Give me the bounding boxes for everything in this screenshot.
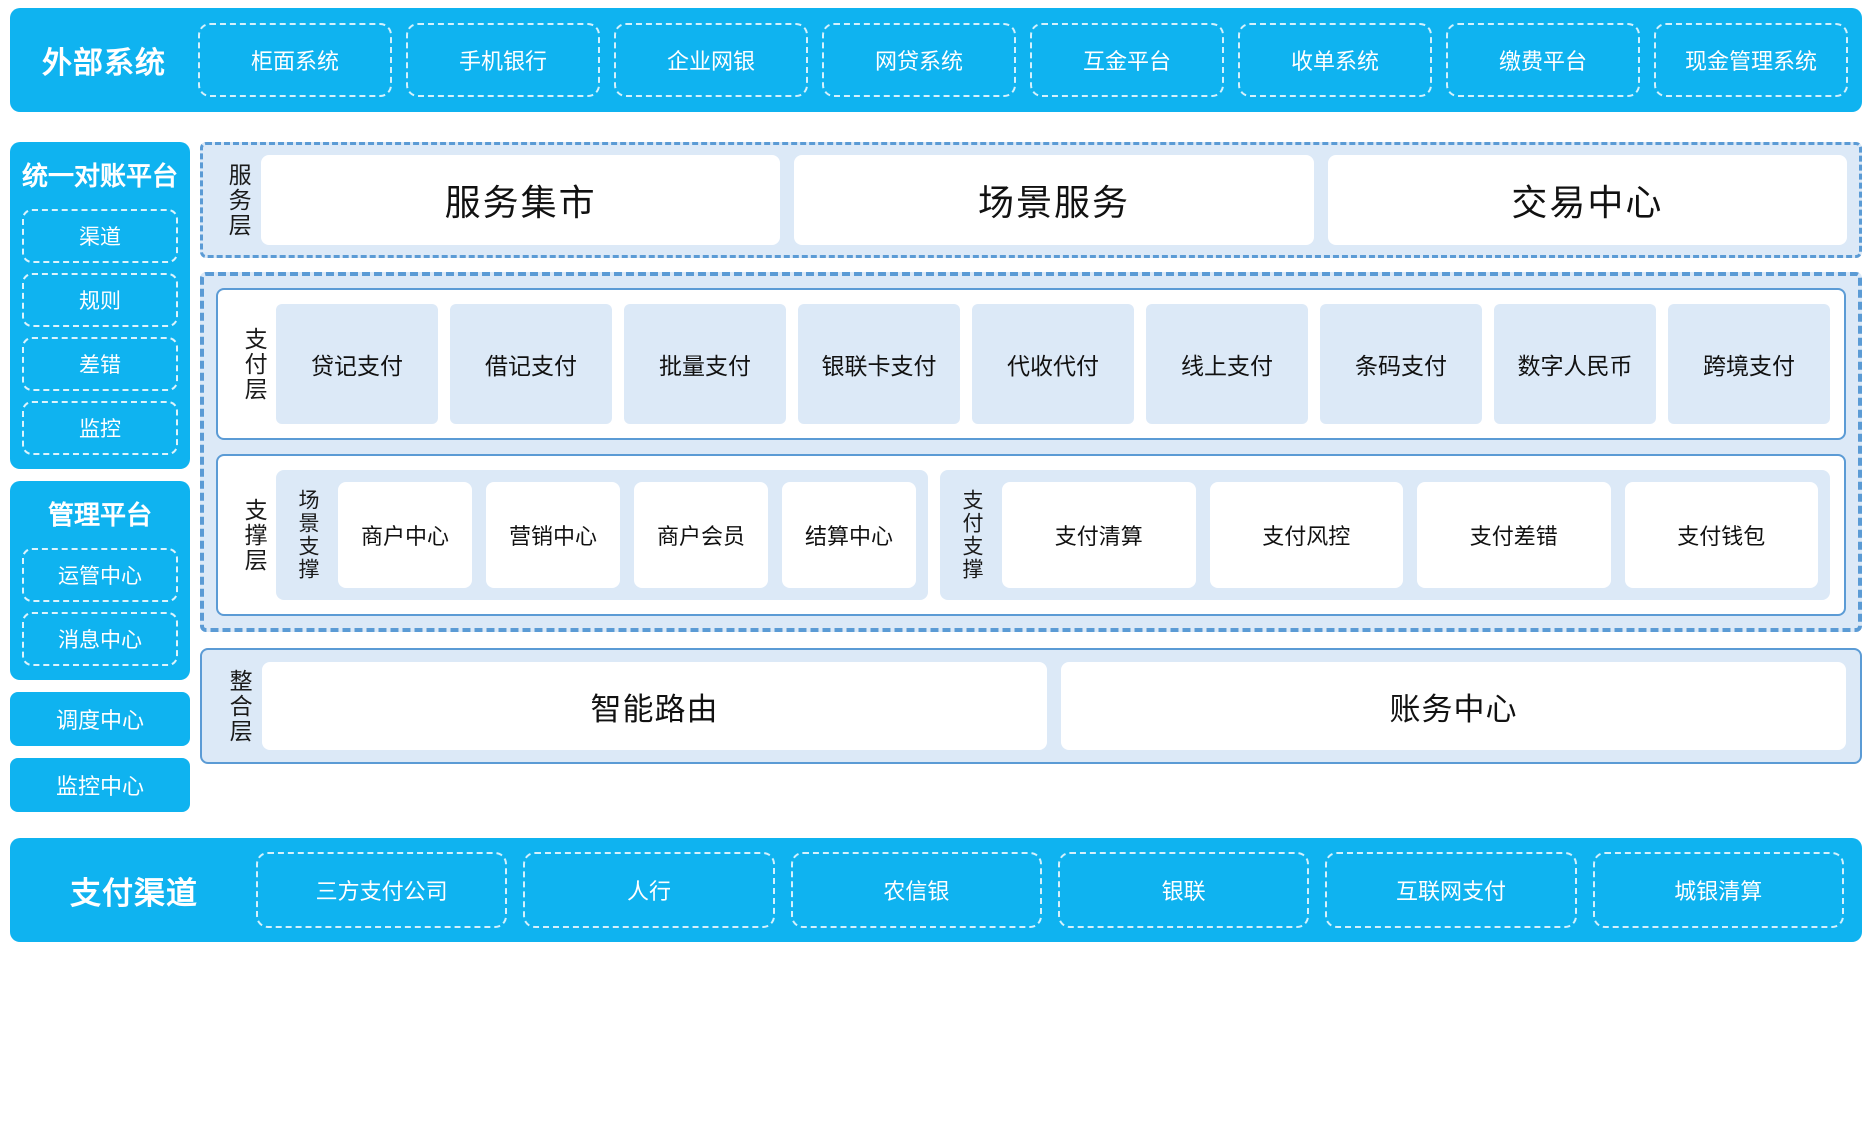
payment-support-item-risk-control[interactable]: 支付风控	[1209, 482, 1404, 588]
management-item-operations-center[interactable]: 运管中心	[22, 548, 179, 602]
scheduling-center-card[interactable]: 调度中心	[10, 692, 191, 746]
scene-support-group: 场景支撑 商户中心 营销中心 商户会员 结算中心	[276, 470, 929, 600]
channel-item-city-bank-clearing[interactable]: 城银清算	[1592, 852, 1844, 928]
service-layer-label: 服务层	[225, 162, 252, 238]
external-system-item[interactable]: 收单系统	[1238, 23, 1432, 97]
external-systems-title: 外部系统	[42, 47, 166, 80]
payment-support-group-inner: 支付支撑 支付清算 支付风控 支付差错 支付钱包	[940, 470, 1830, 600]
payment-item-barcode[interactable]: 条码支付	[1320, 304, 1483, 424]
payment-item-online[interactable]: 线上支付	[1146, 304, 1309, 424]
scene-support-label: 场景支撑	[296, 489, 320, 581]
reconciliation-item-rules[interactable]: 规则	[22, 273, 179, 327]
reconciliation-platform-card: 统一对账平台 渠道 规则 差错 监控	[10, 142, 191, 469]
payment-layer-items: 贷记支付 借记支付 批量支付 银联卡支付 代收代付 线上支付 条码支付 数字人民…	[276, 304, 1831, 424]
support-layer-label: 支撑层	[241, 497, 268, 573]
scene-support-items: 商户中心 营销中心 商户会员 结算中心	[338, 482, 917, 588]
payment-item-cross-border[interactable]: 跨境支付	[1668, 304, 1831, 424]
integration-item-smart-routing[interactable]: 智能路由	[262, 662, 1048, 750]
payment-item-unionpay-card[interactable]: 银联卡支付	[798, 304, 961, 424]
reconciliation-item-channel[interactable]: 渠道	[22, 209, 179, 263]
payment-item-digital-rmb[interactable]: 数字人民币	[1494, 304, 1657, 424]
channel-item-third-party[interactable]: 三方支付公司	[256, 852, 508, 928]
payment-channel-band: 支付渠道 三方支付公司 人行 农信银 银联 互联网支付 城银清算	[10, 838, 1862, 942]
left-rail: 统一对账平台 渠道 规则 差错 监控 管理平台 运管中心 消息中心 调度中心 监…	[10, 142, 191, 812]
external-system-item[interactable]: 缴费平台	[1446, 23, 1640, 97]
channel-item-internet-payment[interactable]: 互联网支付	[1325, 852, 1577, 928]
external-system-item[interactable]: 互金平台	[1030, 23, 1224, 97]
integration-layer-label: 整合层	[226, 668, 253, 744]
reconciliation-item-monitor[interactable]: 监控	[22, 401, 179, 455]
reconciliation-item-exception[interactable]: 差错	[22, 337, 179, 391]
management-item-message-center[interactable]: 消息中心	[22, 612, 179, 666]
service-layer-group: 服务层 服务集市 场景服务 交易中心	[200, 142, 1862, 258]
monitoring-center-card[interactable]: 监控中心	[10, 758, 191, 812]
payment-layer-panel: 支付层 贷记支付 借记支付 批量支付 银联卡支付 代收代付 线上支付 条码支付 …	[216, 288, 1846, 440]
support-layer-panel: 支撑层 场景支撑 商户中心 营销中心 商户会员 结算中心	[216, 454, 1846, 616]
integration-layer-group: 整合层 智能路由 账务中心	[200, 648, 1862, 764]
external-system-item[interactable]: 现金管理系统	[1654, 23, 1848, 97]
support-layer-body: 场景支撑 商户中心 营销中心 商户会员 结算中心 支付支撑 支付清算	[276, 470, 1830, 600]
payment-item-batch[interactable]: 批量支付	[624, 304, 787, 424]
payment-item-credit[interactable]: 贷记支付	[276, 304, 439, 424]
external-system-item[interactable]: 企业网银	[614, 23, 808, 97]
channel-item-rcc-bank[interactable]: 农信银	[790, 852, 1042, 928]
external-system-item[interactable]: 柜面系统	[198, 23, 392, 97]
integration-layer-items: 智能路由 账务中心	[262, 662, 1847, 750]
payment-support-item-exception[interactable]: 支付差错	[1417, 482, 1611, 588]
service-card-market[interactable]: 服务集市	[261, 155, 781, 245]
payment-layer-label: 支付层	[241, 326, 268, 402]
scene-item-marketing-center[interactable]: 营销中心	[486, 482, 621, 588]
channel-item-unionpay[interactable]: 银联	[1057, 852, 1310, 928]
external-systems-band: 外部系统 柜面系统 手机银行 企业网银 网贷系统 互金平台 收单系统 缴费平台 …	[10, 8, 1862, 112]
service-card-scenario[interactable]: 场景服务	[794, 155, 1314, 245]
core-region: 服务层 服务集市 场景服务 交易中心 支付层 贷记支付 借记支付 批量支付 银联…	[200, 142, 1862, 764]
scene-item-merchant-center[interactable]: 商户中心	[338, 482, 473, 588]
management-platform-title: 管理平台	[48, 500, 153, 530]
middle-region: 统一对账平台 渠道 规则 差错 监控 管理平台 运管中心 消息中心 调度中心 监…	[10, 142, 1862, 812]
scene-item-settlement-center[interactable]: 结算中心	[782, 482, 917, 588]
management-platform-card: 管理平台 运管中心 消息中心	[10, 481, 191, 680]
payment-support-item-wallet[interactable]: 支付钱包	[1624, 482, 1819, 588]
scene-item-merchant-membership[interactable]: 商户会员	[634, 482, 769, 588]
service-layer-items: 服务集市 场景服务 交易中心	[261, 155, 1847, 245]
service-card-transaction[interactable]: 交易中心	[1327, 155, 1847, 245]
payment-item-collection-payment[interactable]: 代收代付	[972, 304, 1135, 424]
payment-support-group: 支付层 贷记支付 借记支付 批量支付 银联卡支付 代收代付 线上支付 条码支付 …	[200, 272, 1862, 632]
payment-support-item-clearing[interactable]: 支付清算	[1002, 482, 1196, 588]
external-system-item[interactable]: 手机银行	[406, 23, 600, 97]
payment-item-debit[interactable]: 借记支付	[450, 304, 613, 424]
integration-item-accounting-center[interactable]: 账务中心	[1061, 662, 1847, 750]
external-system-item[interactable]: 网贷系统	[822, 23, 1016, 97]
payment-support-items: 支付清算 支付风控 支付差错 支付钱包	[1002, 482, 1819, 588]
reconciliation-platform-title: 统一对账平台	[22, 161, 179, 191]
channel-item-pboc[interactable]: 人行	[523, 852, 775, 928]
payment-support-label: 支付支撑	[960, 489, 984, 581]
payment-channel-title: 支付渠道	[70, 875, 198, 911]
